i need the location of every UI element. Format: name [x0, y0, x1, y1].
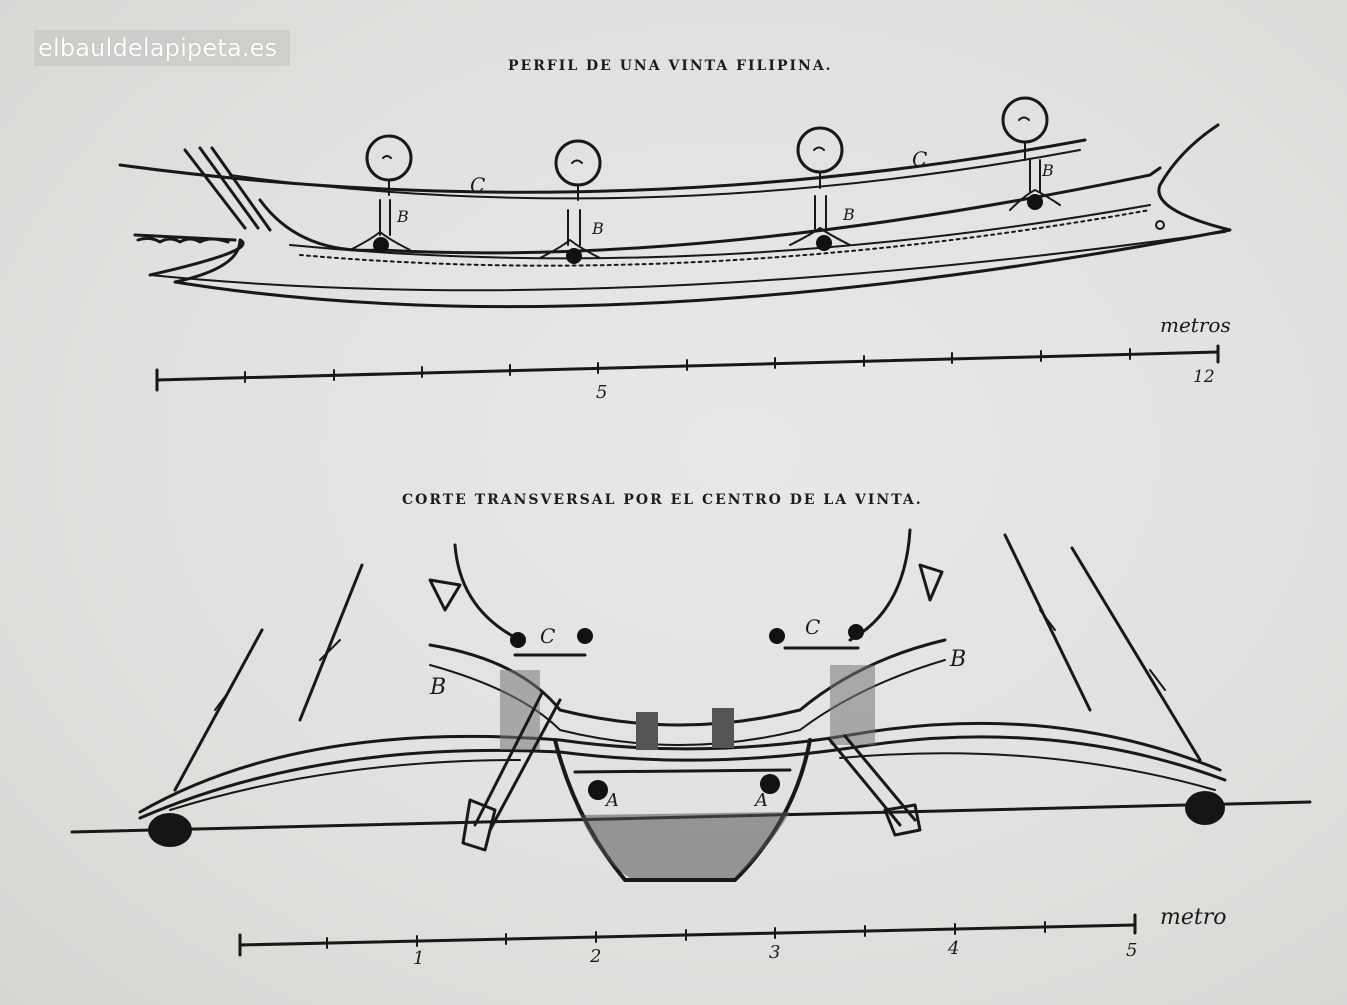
label-b-right: B [949, 647, 966, 672]
label-c-1: C [470, 173, 485, 197]
outrigger-pole-inner [229, 149, 1081, 200]
hull-section [553, 738, 812, 882]
label-a-right: A [753, 790, 768, 811]
c-knob-3 [769, 628, 785, 644]
scale-unit-metros: metros [1160, 313, 1231, 337]
outrigger-connector-2 [539, 139, 602, 264]
hull-seam [299, 209, 1151, 267]
label-c-left: C [540, 624, 555, 648]
outrigger-boom-lower [138, 735, 1227, 820]
left-rigging-poles [173, 563, 364, 792]
watermark: elbauldelapipeta.es [34, 30, 290, 66]
outrigger-pole-line [118, 138, 1087, 194]
left-oar-blade [461, 798, 497, 852]
hull-upper-line [258, 166, 1162, 255]
bow-ornament [183, 146, 272, 232]
label-b-4: B [1041, 161, 1054, 180]
cross-section-title: CORTE TRANSVERSAL POR EL CENTRO DE LA VI… [402, 492, 923, 508]
cross-section-drawing: B B C C A A [70, 528, 1312, 882]
c-knob-1 [510, 632, 526, 648]
hull-keel-line [148, 123, 1232, 309]
hull-bilge [580, 812, 790, 878]
prow-posts [453, 528, 912, 642]
label-b-left: B [429, 675, 446, 700]
label-b-1: B [396, 207, 409, 226]
label-c-right: C [805, 615, 820, 639]
profile-scale-bar: 5 12 metros [155, 313, 1231, 403]
scale-endcaps-top [155, 344, 1220, 392]
scale-label-1: 1 [413, 948, 424, 969]
scale-ticks-bottom [326, 921, 1046, 949]
c-knob-2 [577, 628, 593, 644]
right-rigging-poles [1003, 533, 1202, 762]
scale-label-5: 5 [596, 382, 607, 403]
c-knob-4 [848, 624, 864, 640]
label-b-3: B [842, 205, 855, 224]
outrigger-boom-upper [138, 721, 1222, 814]
scale-label-4: 4 [947, 938, 959, 959]
outrigger-connector-3 [789, 126, 851, 251]
right-rigging-ties [1039, 609, 1166, 691]
right-oar-blade [883, 803, 922, 837]
hull-lower-inner [149, 231, 1226, 292]
stern-hole [1155, 220, 1165, 230]
c-rails [513, 646, 860, 657]
cross-section-scale-bar: 1 2 3 4 5 metro [238, 905, 1226, 969]
knob-right-a [760, 774, 780, 794]
post-ornaments [428, 563, 944, 612]
scale-label-3: 3 [769, 942, 780, 963]
label-b-2: B [591, 219, 604, 238]
boat-profile-drawing: C C B B B B [118, 96, 1232, 309]
right-support [830, 665, 875, 745]
left-oar-shaft [473, 691, 562, 832]
profile-title: PERFIL DE UNA VINTA FILIPINA. [508, 58, 833, 74]
lashing-1 [636, 712, 658, 750]
right-float [1185, 791, 1225, 825]
label-a-left: A [604, 790, 619, 811]
left-rigging-ties [214, 639, 341, 711]
scale-unit-metro: metro [1160, 905, 1226, 930]
scale-label-5-bottom: 5 [1126, 940, 1137, 961]
left-float [148, 813, 192, 847]
thwart-beam [573, 768, 792, 774]
label-c-2: C [912, 147, 927, 171]
scale-ticks-top [244, 348, 1131, 383]
scale-line-bottom [238, 923, 1137, 947]
knob-left-a [588, 780, 608, 800]
bow-spar [133, 233, 237, 244]
hull-seam-top [289, 204, 1151, 260]
outrigger-connector-4 [1001, 96, 1061, 211]
scale-label-2: 2 [589, 946, 601, 967]
lashing-2 [712, 708, 734, 748]
scale-label-12: 12 [1193, 367, 1215, 387]
scale-endcaps-bottom [238, 913, 1137, 957]
outrigger-connector-1 [349, 134, 413, 253]
outrigger-boom-inner [169, 752, 1216, 811]
